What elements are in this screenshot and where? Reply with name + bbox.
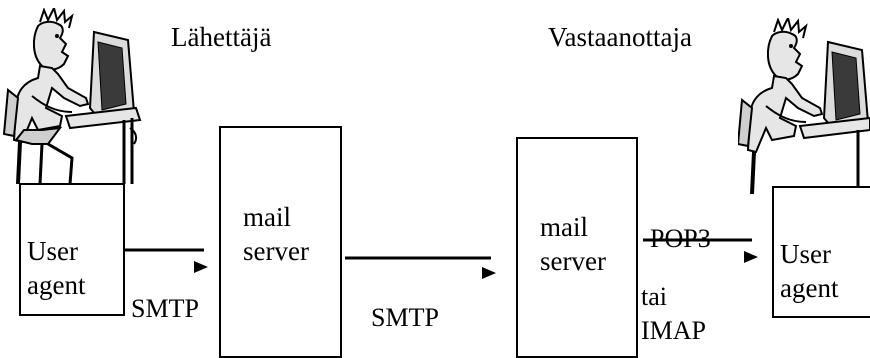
receiver-mail-server-text: mail server — [540, 212, 606, 276]
smtp-label-server-server: SMTP — [371, 303, 439, 332]
sender-label: Lähettäjä — [171, 22, 272, 52]
sender-person-computer-icon — [2, 8, 142, 184]
receiver-user-agent-box: User agent — [772, 186, 870, 318]
receiver-person-computer-icon — [738, 18, 870, 194]
server-to-agent-arrowhead — [744, 251, 758, 263]
receiver-label: Vastaanottaja — [548, 22, 692, 52]
sender-user-agent-box: User agent — [19, 183, 125, 316]
receiver-user-agent-text: User agent — [780, 239, 839, 303]
sender-mail-server-text: mail server — [243, 202, 309, 266]
or-label: tai — [641, 282, 667, 311]
imap-label: IMAP — [641, 316, 707, 345]
sender-user-agent-text: User agent — [27, 236, 86, 300]
sender-mail-server-box: mail server — [219, 126, 342, 358]
smtp-label-agent-server: SMTP — [131, 294, 199, 323]
receiver-mail-server-box: mail server — [516, 137, 638, 358]
server-to-server-arrowhead — [482, 267, 496, 279]
pop3-label: POP3 — [650, 224, 711, 253]
agent-to-server-arrowhead — [194, 261, 208, 273]
